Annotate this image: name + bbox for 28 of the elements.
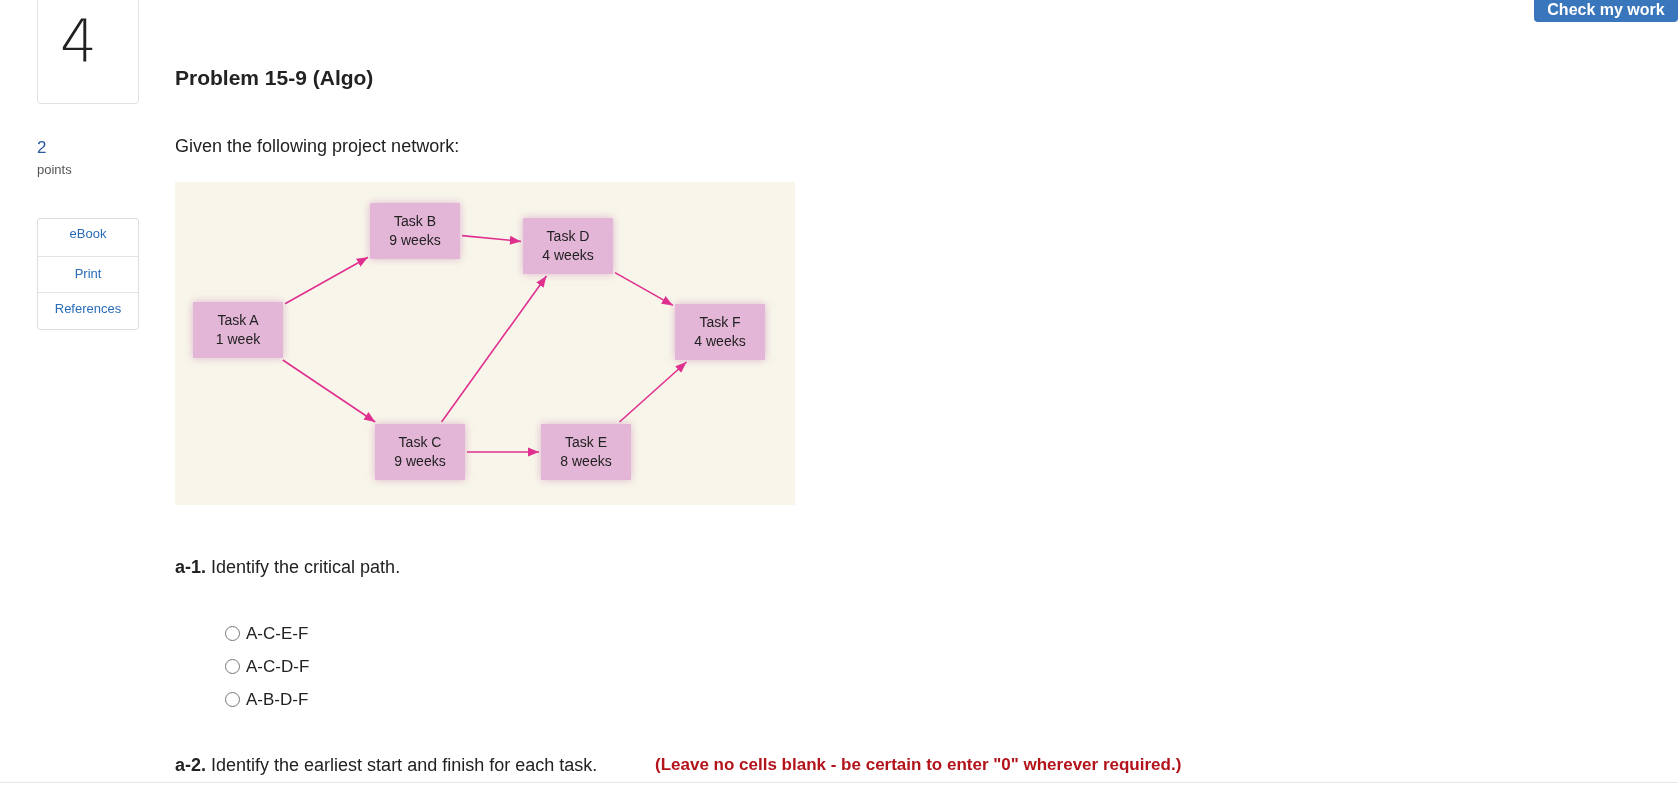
- check-work-button: Check my work: [1534, 0, 1678, 22]
- question-text: a-1. Identify the critical path.: [175, 557, 401, 578]
- option-text: A-C-D-F: [246, 657, 310, 677]
- task-box: Task A 1 week: [193, 302, 283, 358]
- arrow: [466, 447, 540, 457]
- arrow: [614, 271, 674, 307]
- points-value: 2: [37, 138, 47, 158]
- arrow: [440, 275, 548, 423]
- question-number: 4: [60, 6, 97, 76]
- option-text: A-B-D-F: [246, 690, 309, 710]
- task-box: Task E 8 weeks: [541, 424, 631, 480]
- sidebar-link: References: [53, 301, 123, 316]
- task-box: Task B 9 weeks: [370, 203, 460, 259]
- arrow: [284, 256, 369, 305]
- points-text: points: [37, 162, 72, 177]
- sidebar-link: eBook: [68, 226, 108, 241]
- instruction-text: Given the following project network:: [175, 136, 460, 157]
- task-box: Task F 4 weeks: [675, 304, 765, 360]
- option-text: A-C-E-F: [246, 624, 309, 644]
- sidebar-link: Print: [73, 266, 103, 281]
- task-box: Task D 4 weeks: [523, 218, 613, 274]
- arrow: [618, 361, 688, 423]
- task-box: Task C 9 weeks: [375, 424, 465, 480]
- arrow: [281, 359, 377, 423]
- warning-text: (Leave no cells blank - be certain to enter "0" wherever required.): [655, 755, 1182, 775]
- problem-title: Problem 15-9 (Algo): [175, 66, 374, 90]
- arrow: [461, 234, 522, 245]
- question-text: a-2. Identify the earliest start and finish for each task.: [175, 755, 598, 776]
